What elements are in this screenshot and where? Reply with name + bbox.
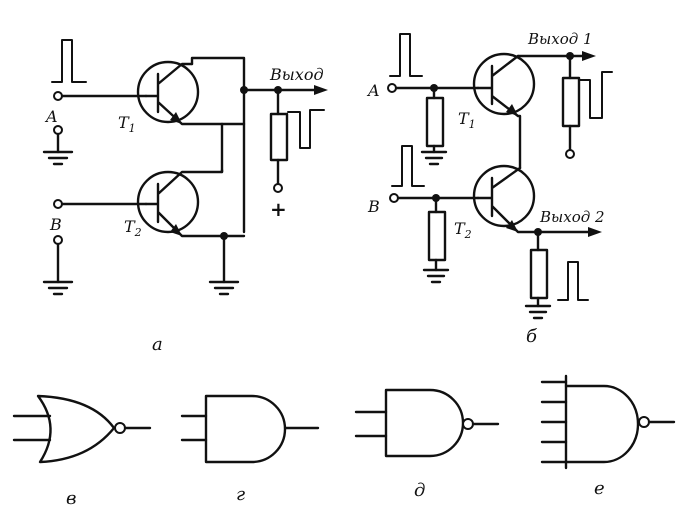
nand5-gate-symbol bbox=[540, 374, 676, 470]
caption-and: г bbox=[236, 484, 245, 505]
output-pulse-a bbox=[287, 109, 325, 149]
ground-main-icon bbox=[208, 280, 240, 296]
transistor-b-t2 bbox=[472, 164, 598, 234]
ground-b-icon bbox=[42, 280, 74, 296]
label-input-b-a: A bbox=[366, 81, 380, 100]
label-b-t1: T1 bbox=[458, 109, 476, 131]
transistor-t2 bbox=[136, 168, 226, 238]
label-b-t2: T2 bbox=[454, 219, 472, 241]
label-output-2: Выход 2 bbox=[539, 208, 605, 226]
label-output-1: Выход 1 bbox=[527, 30, 593, 48]
emitter-resistor bbox=[529, 248, 549, 300]
input-pulse-b-b bbox=[391, 145, 425, 187]
load-resistor bbox=[269, 112, 289, 162]
output-1-arrow bbox=[582, 51, 596, 61]
label-supply: + bbox=[270, 197, 287, 221]
supply-terminal bbox=[273, 183, 283, 193]
supply-terminal-b bbox=[565, 149, 575, 159]
nand2-gate-symbol bbox=[354, 388, 500, 458]
bias-resistor-a bbox=[425, 96, 445, 148]
label-input-a: A bbox=[44, 107, 58, 126]
caption-nand2: д bbox=[414, 480, 425, 501]
label-t1: T1 bbox=[118, 113, 136, 135]
ground-a-icon bbox=[42, 150, 74, 166]
label-t2: T2 bbox=[124, 217, 142, 239]
collector-resistor bbox=[561, 76, 581, 128]
output-pulse-1 bbox=[579, 71, 613, 119]
output-2-arrow bbox=[588, 227, 602, 237]
bias-resistor-b bbox=[427, 210, 447, 262]
ground-b-out-icon bbox=[524, 304, 552, 320]
transistor-t1 bbox=[136, 60, 246, 126]
and-gate-symbol bbox=[180, 394, 320, 464]
circuit-a: A T1 Выход + B bbox=[42, 39, 328, 355]
ground-b-b-icon bbox=[422, 268, 450, 284]
label-input-b-b: B bbox=[367, 197, 380, 216]
label-input-b: B bbox=[49, 215, 62, 234]
input-pulse-a bbox=[51, 39, 87, 83]
nor-gate-symbol bbox=[12, 394, 152, 464]
transistor-b-t1 bbox=[472, 52, 536, 170]
output-pulse-2 bbox=[557, 261, 589, 301]
label-output-a: Выход bbox=[269, 65, 324, 84]
caption-b: б bbox=[526, 326, 538, 347]
caption-nand5: е bbox=[594, 478, 605, 499]
circuit-b: A T1 Выход 1 B bbox=[366, 30, 613, 347]
caption-nor: в bbox=[66, 488, 76, 509]
collector-rail bbox=[190, 56, 246, 234]
ground-b-a-icon bbox=[420, 150, 448, 166]
output-arrow-a bbox=[314, 85, 328, 95]
input-pulse-b-a bbox=[389, 33, 423, 77]
caption-a: а bbox=[152, 334, 163, 355]
